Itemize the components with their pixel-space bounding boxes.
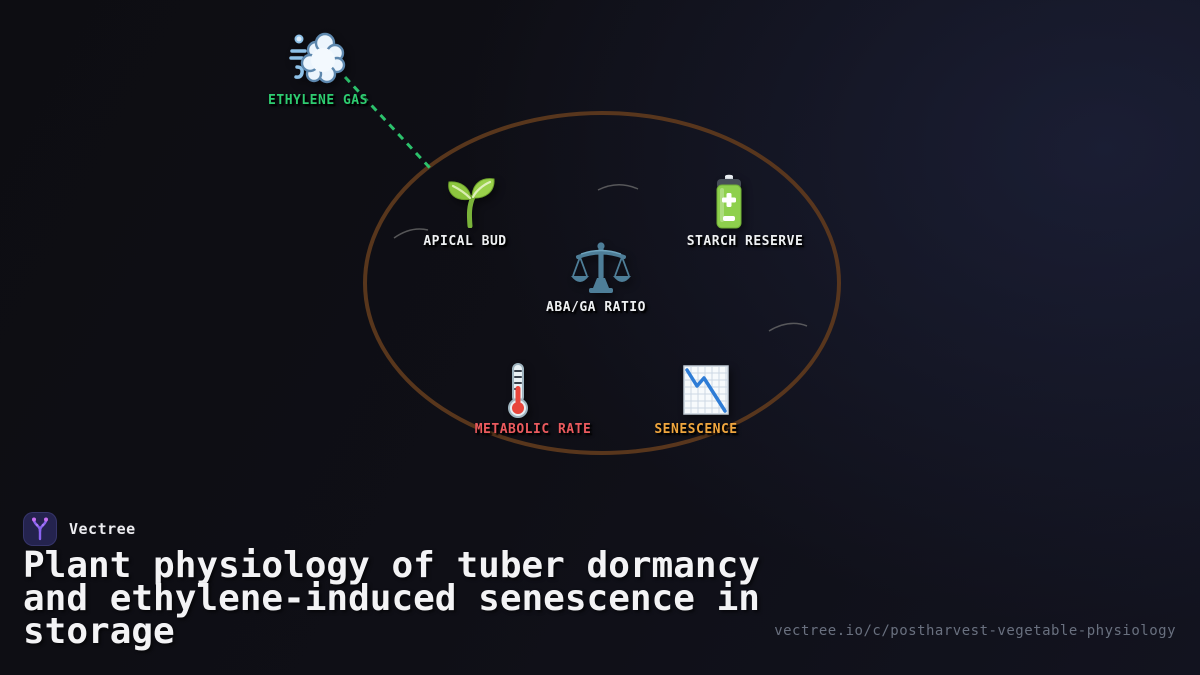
node-label-metabolic-rate: METABOLIC RATE: [474, 422, 592, 437]
vectree-branch-icon: [32, 517, 48, 541]
seedling-icon: [443, 176, 497, 232]
chart-decreasing-icon: [683, 365, 729, 419]
page-url: vectree.io/c/postharvest-vegetable-physi…: [774, 623, 1176, 639]
vectree-logo: [23, 512, 57, 546]
sketch-arc: [768, 322, 808, 332]
ethylene-connector-line: [343, 75, 432, 170]
sketch-arc: [393, 228, 429, 239]
node-label-starch-reserve: STARCH RESERVE: [686, 234, 804, 249]
wind-cloud-icon: [289, 30, 347, 92]
node-label-apical-bud: APICAL BUD: [423, 234, 507, 249]
node-label-ethylene-gas: ETHYLENE GAS: [268, 93, 368, 108]
node-label-senescence: SENESCENCE: [654, 422, 738, 437]
storage-ellipse: [363, 111, 841, 455]
thermometer-icon: [505, 362, 531, 422]
sketch-arc: [597, 184, 639, 191]
balance-scale-icon: [571, 240, 631, 298]
brand-name: Vectree: [69, 520, 136, 538]
page-title: Plant physiology of tuber dormancy and e…: [23, 545, 760, 652]
brand-row: Vectree: [23, 512, 136, 546]
battery-icon: [714, 174, 744, 234]
node-label-aba-ga-ratio: ABA/GA RATIO: [546, 300, 646, 315]
